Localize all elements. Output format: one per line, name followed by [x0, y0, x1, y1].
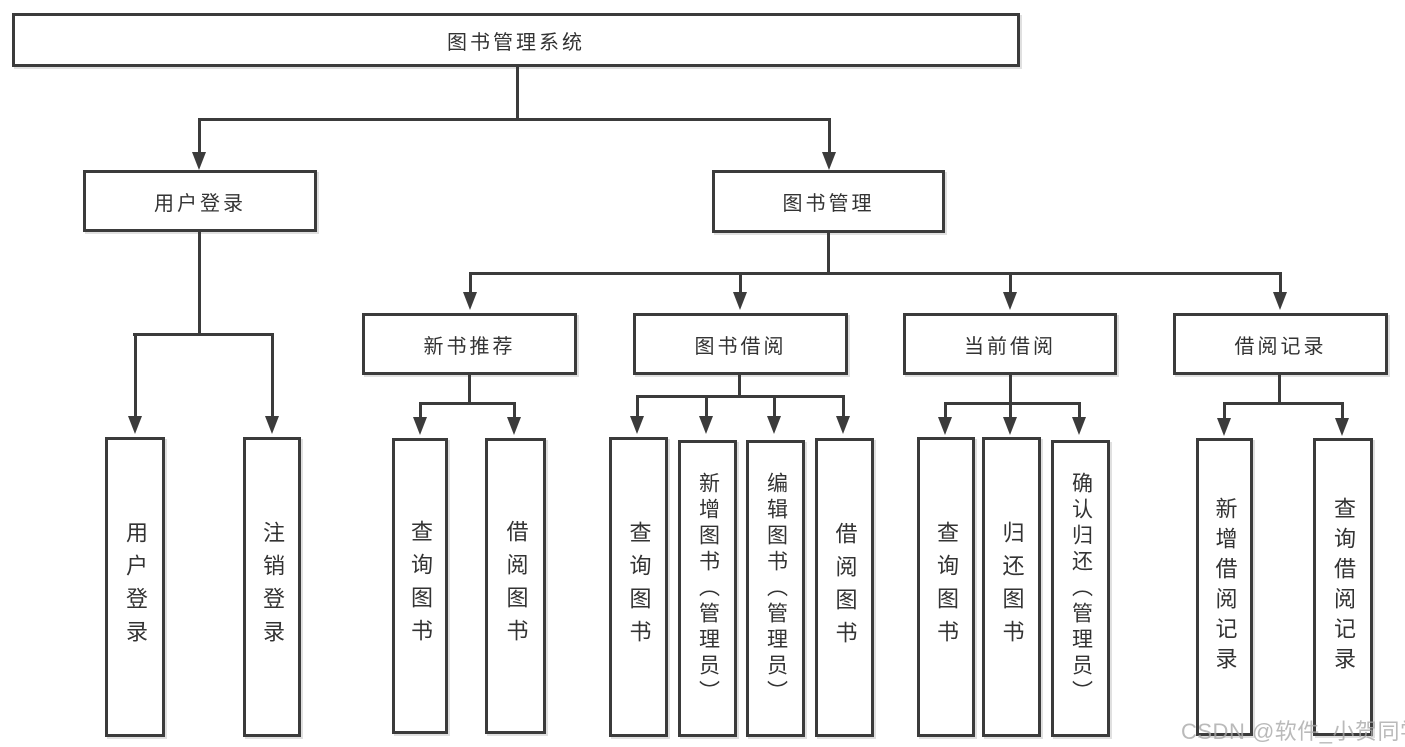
leaf-label: 查询图书: [934, 521, 959, 653]
leaf-label: 查询图书: [626, 521, 652, 653]
leaf-label: 编辑图书（管理员）: [764, 471, 788, 706]
arrow-down-icon: [1217, 418, 1231, 436]
node-label: 图书管理: [782, 193, 875, 215]
leaf-add-book-admin: 新增图书（管理员）: [678, 440, 737, 737]
connector-segment: [198, 232, 201, 336]
arrow-down-icon: [1072, 417, 1086, 435]
connector-segment: [133, 333, 274, 336]
leaf-confirm-return-admin: 确认归还（管理员）: [1051, 440, 1110, 737]
leaf-query-books: 查询图书: [609, 437, 668, 737]
node-user-login: 用户登录: [83, 170, 317, 232]
connector-segment: [773, 395, 776, 417]
arrow-down-icon: [699, 416, 713, 434]
connector-segment: [739, 272, 742, 292]
connector-segment: [827, 233, 830, 274]
leaf-user-login: 用户登录: [105, 437, 165, 737]
leaf-label: 查询借阅记录: [1331, 497, 1356, 677]
connector-segment: [1279, 272, 1282, 292]
leaf-label: 新增借阅记录: [1212, 497, 1238, 677]
connector-segment: [828, 118, 831, 153]
arrow-down-icon: [1003, 417, 1017, 435]
node-label: 新书推荐: [423, 335, 516, 358]
connector-segment: [134, 333, 137, 417]
connector-segment: [1278, 375, 1281, 405]
arrow-down-icon: [767, 416, 781, 434]
connector-segment: [1009, 375, 1012, 405]
arrow-down-icon: [507, 417, 521, 435]
connector-segment: [1078, 402, 1081, 418]
connector-segment: [468, 375, 471, 405]
connector-segment: [469, 272, 472, 292]
arrow-down-icon: [822, 152, 836, 170]
connector-segment: [944, 402, 1081, 405]
leaf-edit-book-admin: 编辑图书（管理员）: [746, 440, 805, 737]
node-borrow-records: 借阅记录: [1173, 313, 1388, 375]
connector-segment: [513, 402, 516, 418]
arrow-down-icon: [463, 292, 477, 310]
arrow-down-icon: [733, 292, 747, 310]
node-label: 当前借阅: [964, 335, 1056, 358]
node-new-book-recommend: 新书推荐: [362, 313, 577, 375]
arrow-down-icon: [192, 152, 206, 170]
arrow-down-icon: [836, 416, 850, 434]
arrow-down-icon: [1335, 418, 1349, 436]
leaf-label: 注销登录: [260, 521, 285, 653]
connector-segment: [1223, 402, 1226, 419]
connector-segment: [636, 395, 639, 417]
node-label: 借阅记录: [1234, 335, 1327, 358]
arrow-down-icon: [630, 416, 644, 434]
arrow-down-icon: [1003, 292, 1017, 310]
arrow-down-icon: [413, 417, 427, 435]
connector-segment: [516, 67, 519, 121]
leaf-add-borrow-record: 新增借阅记录: [1196, 438, 1253, 736]
leaf-label: 新增图书（管理员）: [696, 471, 720, 706]
leaf-query-borrow-record: 查询借阅记录: [1313, 438, 1373, 736]
leaf-borrow-books: 借阅图书: [485, 438, 546, 734]
leaf-label: 查询图书: [408, 520, 433, 652]
arrow-down-icon: [1273, 292, 1287, 310]
leaf-query-books: 查询图书: [917, 437, 975, 737]
leaf-label: 用户登录: [123, 521, 148, 653]
leaf-logout: 注销登录: [243, 437, 301, 737]
arrow-down-icon: [128, 416, 142, 434]
leaf-label: 确认归还（管理员）: [1069, 471, 1093, 706]
node-label: 用户登录: [154, 192, 246, 215]
connector-segment: [198, 118, 831, 121]
node-book-borrow: 图书借阅: [633, 313, 848, 375]
node-label: 图书管理系统: [447, 31, 585, 54]
node-label: 图书借阅: [694, 335, 787, 358]
leaf-label: 借阅图书: [503, 520, 529, 652]
connector-segment: [738, 375, 741, 398]
node-current-borrow: 当前借阅: [903, 313, 1117, 375]
connector-segment: [469, 272, 1282, 275]
leaf-borrow-books: 借阅图书: [815, 438, 874, 737]
connector-segment: [1223, 402, 1343, 405]
connector-segment: [419, 402, 516, 405]
connector-segment: [1341, 402, 1344, 419]
leaf-query-books: 查询图书: [392, 438, 448, 734]
connector-segment: [1009, 402, 1012, 418]
csdn-watermark: CSDN @软件_小贺同学: [1181, 719, 1405, 744]
connector-segment: [271, 333, 274, 417]
connector-segment: [842, 395, 845, 417]
connector-segment: [198, 118, 201, 153]
leaf-label: 归还图书: [999, 521, 1025, 653]
arrow-down-icon: [938, 417, 952, 435]
connector-segment: [1009, 272, 1012, 292]
connector-segment: [636, 395, 844, 398]
leaf-label: 借阅图书: [832, 521, 858, 654]
connector-segment: [705, 395, 708, 417]
connector-segment: [419, 402, 422, 418]
leaf-return-book: 归还图书: [982, 437, 1041, 737]
node-book-management: 图书管理: [712, 170, 945, 233]
arrow-down-icon: [265, 416, 279, 434]
node-library-management-system: 图书管理系统: [12, 13, 1020, 67]
connector-segment: [944, 402, 947, 418]
